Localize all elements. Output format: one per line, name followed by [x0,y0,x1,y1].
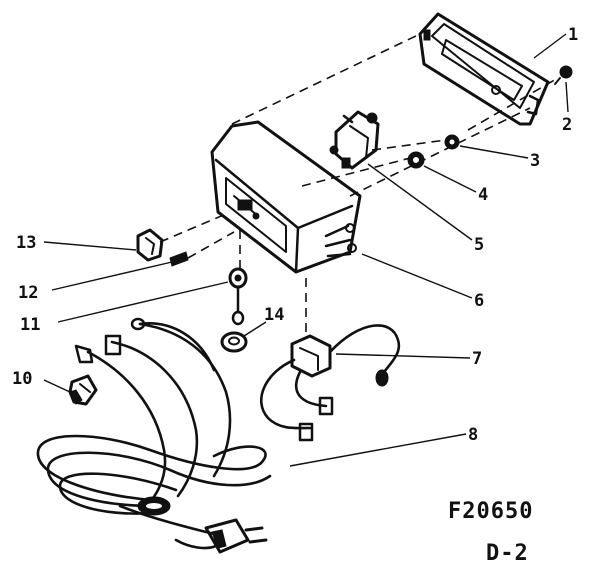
part-5-switch [329,110,380,170]
part-1-mounting-plate [418,12,550,126]
part-3-nut [444,134,460,150]
part-14-washer [220,331,248,353]
callout-3: 3 [530,151,540,171]
part-13-clip [136,228,164,262]
part-6-housing [210,120,362,274]
part-8-power-cord [36,317,272,554]
callout-12: 12 [18,283,38,303]
callout-7: 7 [472,349,482,369]
part-2-screw [554,65,573,85]
page-number: D-2 [486,541,529,566]
callout-13: 13 [16,233,36,253]
callout-5: 5 [474,235,484,255]
callout-6: 6 [474,291,484,311]
part-10-elbow [68,374,98,406]
figure-code: F20650 [448,499,533,524]
callout-14: 14 [264,305,284,325]
part-12-screw [169,251,189,267]
callout-11: 11 [20,315,40,335]
leader-lines [43,33,569,467]
part-4-nut [407,151,425,169]
callout-labels: 1 2 3 4 5 6 7 8 10 11 12 13 14 [12,25,578,445]
callout-10: 10 [12,369,32,389]
callout-8: 8 [468,425,478,445]
assembly-lines [159,33,559,338]
part-11-grommet [228,267,248,326]
callout-1: 1 [568,25,578,45]
part-7-connector [259,324,401,442]
callout-4: 4 [478,185,488,205]
callout-2: 2 [562,115,572,135]
